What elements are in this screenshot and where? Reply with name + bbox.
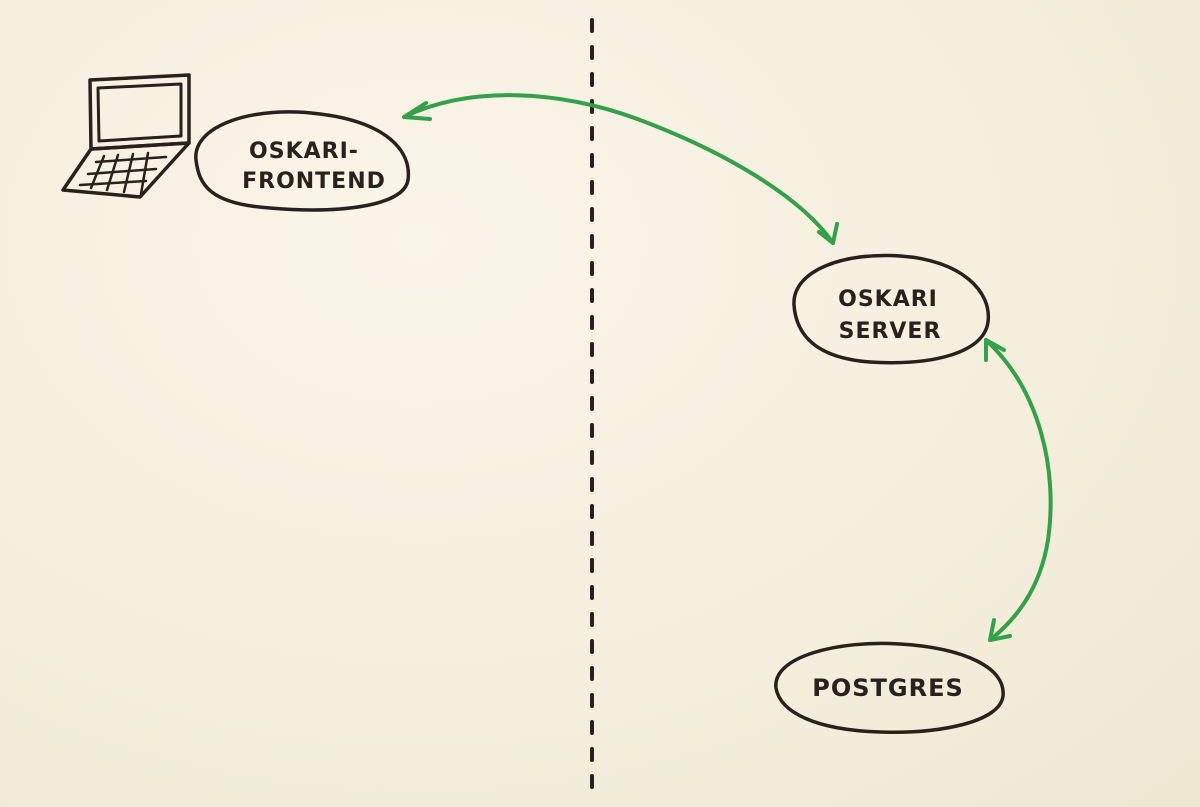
laptop-icon (61, 73, 191, 199)
server-label-line2: SERVER (839, 319, 942, 344)
server-database-arrow (984, 338, 1053, 642)
frontend-node: OSKARI- FRONTEND (194, 110, 411, 212)
database-node: POSTGRES (774, 641, 1005, 734)
frontend-server-arrow (402, 93, 839, 245)
frontend-label-line2: FRONTEND (242, 169, 386, 194)
database-label: POSTGRES (812, 674, 964, 702)
frontend-label-line1: OSKARI- (249, 139, 359, 164)
server-node: OSKARI SERVER (792, 253, 991, 365)
server-label-line1: OSKARI (838, 287, 938, 312)
